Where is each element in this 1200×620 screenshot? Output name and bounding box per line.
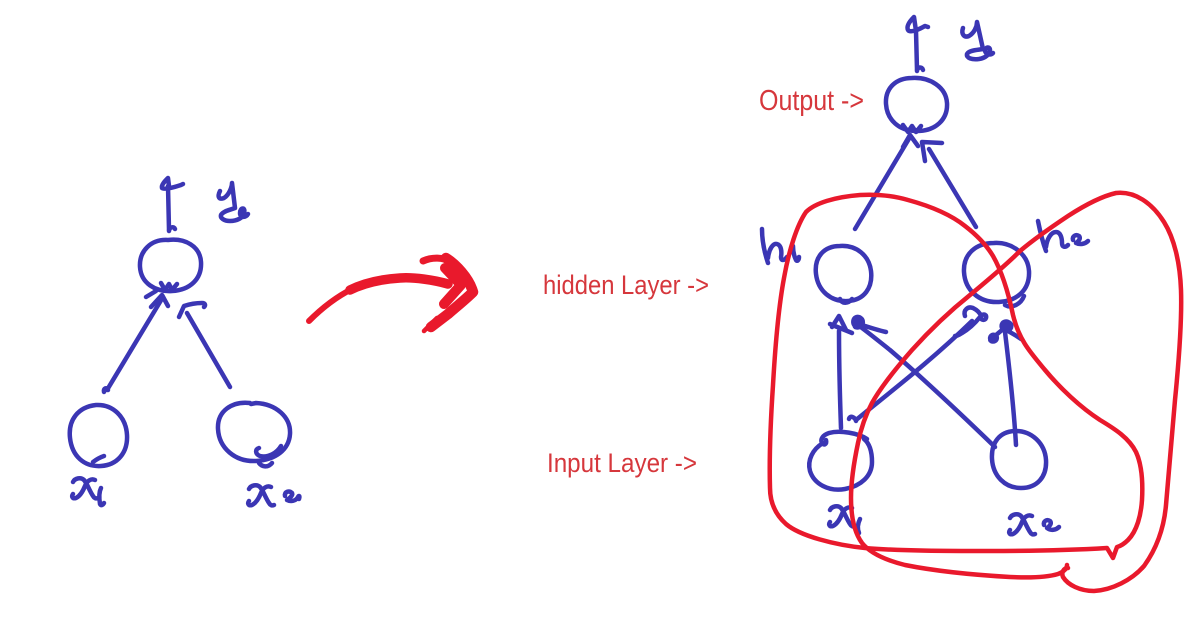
svg-text:Output ->: Output -> (759, 85, 864, 117)
svg-text:Input Layer ->: Input Layer -> (547, 448, 697, 478)
svg-text:hidden Layer ->: hidden Layer -> (543, 270, 709, 300)
